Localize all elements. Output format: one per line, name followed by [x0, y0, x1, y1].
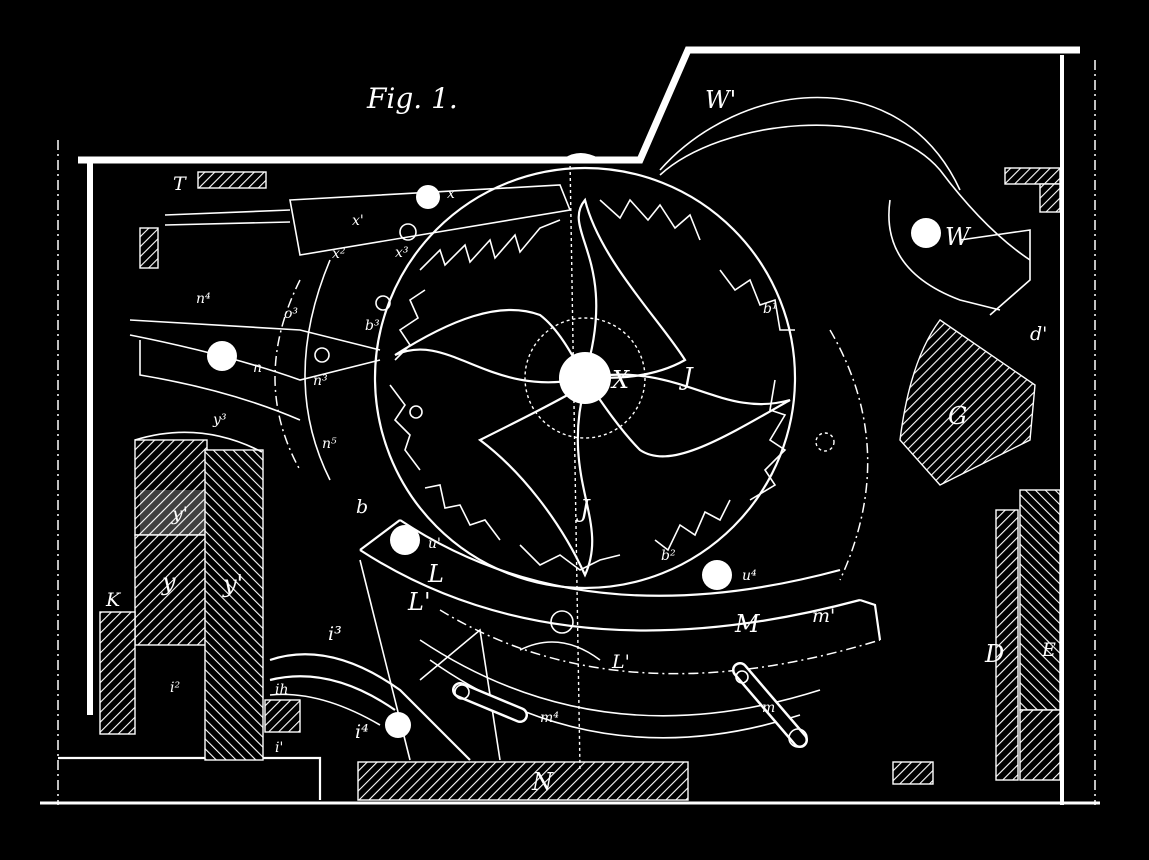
label-E: E [1041, 639, 1056, 661]
label-y3: y³ [212, 412, 227, 428]
label-K: K [105, 589, 122, 611]
label-b3: b³ [365, 318, 380, 334]
label-x2: x² [332, 246, 346, 262]
label-X: X [610, 366, 630, 394]
label-L1: L' [407, 588, 431, 616]
label-x: x [447, 186, 455, 202]
label-W-prime: W' [705, 86, 736, 114]
label-n: n [253, 360, 262, 376]
label-m4: m⁴ [540, 710, 559, 726]
label-ih: ih [275, 682, 289, 698]
label-M: M [734, 610, 761, 638]
label-i4: i⁴ [355, 721, 369, 743]
label-n3: n³ [313, 373, 328, 389]
main-wheel [373, 166, 797, 590]
label-b1: b¹ [763, 301, 778, 317]
label-m: m [762, 700, 775, 716]
label-d1: d' [1030, 323, 1047, 345]
label-T: T [173, 173, 187, 195]
label-m1: m' [812, 605, 835, 627]
label-u4: u⁴ [742, 568, 757, 584]
label-x1: x' [352, 213, 364, 229]
label-W: W [945, 223, 972, 251]
label-J-lower: J [575, 495, 591, 523]
label-n4: n⁴ [196, 291, 211, 307]
label-b2: b² [661, 548, 676, 564]
figure-title: Fig. 1. [366, 82, 458, 115]
label-i2: i² [170, 680, 180, 696]
pivot-dots [207, 185, 941, 738]
label-L1-lower: L' [611, 651, 630, 673]
label-n5: n⁵ [322, 436, 337, 452]
label-x3: x³ [395, 245, 409, 261]
label-J-upper: J [678, 363, 694, 391]
label-o3: o³ [284, 306, 298, 322]
reference-labels: X J J W W' T x x' x² x³ n⁴ o³ n n³ n⁵ b³… [105, 86, 1056, 796]
label-N: N [531, 768, 554, 796]
label-G: G [948, 402, 967, 430]
casing [40, 46, 1100, 805]
label-u1: u' [428, 536, 441, 552]
label-y1: y' [222, 570, 243, 598]
label-b: b [356, 496, 368, 518]
levers [129, 96, 1031, 771]
label-D: D [984, 640, 1004, 668]
label-y: y [161, 568, 176, 596]
hatched-parts [99, 167, 1061, 801]
label-i1: i' [275, 740, 283, 756]
label-i3: i³ [328, 623, 342, 645]
label-y1-top: y' [171, 503, 188, 525]
label-L: L [427, 560, 444, 588]
